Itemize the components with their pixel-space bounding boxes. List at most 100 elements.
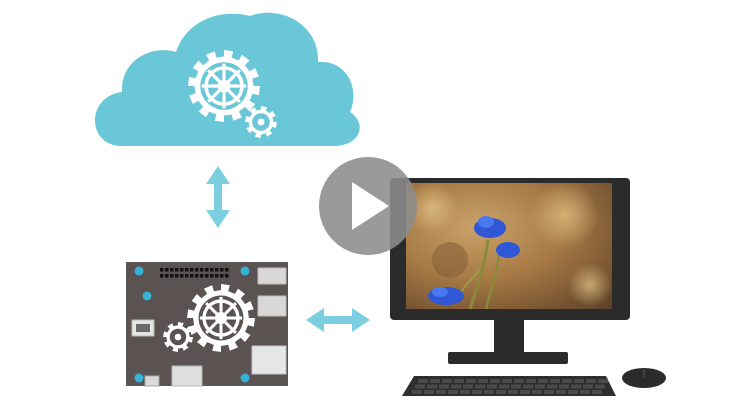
- mounting-holes: [134, 266, 250, 383]
- keyboard-key: [514, 379, 524, 383]
- header-pin: [225, 268, 229, 272]
- usb-port-bottom: [171, 365, 203, 387]
- keyboard-key: [439, 384, 449, 389]
- monitor-icon: [390, 178, 630, 364]
- header-pin: [175, 274, 179, 278]
- usb-port-top: [257, 267, 287, 285]
- header-pin: [215, 274, 219, 278]
- cloud-large-gear-icon: [188, 50, 260, 122]
- keyboard-key: [523, 384, 533, 389]
- double-arrow-vertical-icon: [206, 166, 230, 228]
- cloud-gears-icon: [95, 12, 360, 147]
- play-button[interactable]: [319, 157, 417, 255]
- header-pin: [195, 274, 199, 278]
- header-pin: [185, 274, 189, 278]
- keyboard-key: [559, 384, 569, 389]
- gear-spoke: [224, 321, 237, 334]
- board-small-gear-icon: [163, 322, 193, 352]
- header-pin: [215, 268, 219, 272]
- keyboard-key: [460, 390, 470, 394]
- keyboard-key: [430, 379, 440, 383]
- keyboard-key: [532, 390, 542, 394]
- header-pin: [205, 274, 209, 278]
- sd-slot-inner: [136, 324, 150, 332]
- gear-spoke: [207, 69, 221, 83]
- keyboard-key: [586, 379, 596, 383]
- monitor-base: [448, 352, 568, 364]
- keyboard-key: [442, 379, 452, 383]
- header-pin: [220, 274, 224, 278]
- keyboard-key: [487, 384, 497, 389]
- header-pin: [165, 274, 169, 278]
- mounting-hole: [240, 373, 250, 383]
- gear-spoke: [205, 302, 218, 315]
- keyboard-key: [463, 384, 473, 389]
- mounting-hole: [142, 291, 152, 301]
- keyboard-key: [547, 384, 557, 389]
- gear-spoke: [207, 89, 221, 103]
- header-pin: [160, 274, 164, 278]
- header-pin: [170, 268, 174, 272]
- keyboard-key: [448, 390, 458, 394]
- keyboard-key: [580, 390, 590, 394]
- keyboard-key: [583, 384, 593, 389]
- keyboard-key: [574, 379, 584, 383]
- circuit-board-gears-icon: [126, 262, 288, 387]
- header-pin: [180, 268, 184, 272]
- cloud-small-gear-icon: [245, 106, 277, 138]
- keyboard-key: [595, 384, 605, 389]
- keyboard-key: [454, 379, 464, 383]
- keyboard-key: [478, 379, 488, 383]
- keyboard-key: [427, 384, 437, 389]
- header-pin: [190, 274, 194, 278]
- mounting-hole: [240, 266, 250, 276]
- header-pin: [225, 274, 229, 278]
- gear-hub: [257, 118, 265, 126]
- keyboard-key: [496, 390, 506, 394]
- header-pin: [210, 268, 214, 272]
- keyboard-key: [544, 390, 554, 394]
- board-large-gear-icon: [187, 284, 255, 352]
- keyboard-key: [592, 390, 602, 394]
- header-pin: [175, 268, 179, 272]
- keyboard-key: [598, 379, 608, 383]
- keyboard-key: [538, 379, 548, 383]
- keyboard-key: [562, 379, 572, 383]
- gear-spoke: [205, 321, 218, 334]
- keyboard-key: [436, 390, 446, 394]
- keyboard-key: [475, 384, 485, 389]
- keyboard-key: [415, 384, 425, 389]
- header-pin: [200, 274, 204, 278]
- gear-spoke: [227, 89, 241, 103]
- header-pin: [205, 268, 209, 272]
- play-icon[interactable]: [352, 182, 389, 230]
- header-pin: [170, 274, 174, 278]
- header-pin: [180, 274, 184, 278]
- keyboard-key: [418, 379, 428, 383]
- keyboard-key: [535, 384, 545, 389]
- mounting-hole: [134, 373, 144, 383]
- keyboard-keys: [412, 379, 608, 394]
- keyboard-key: [424, 390, 434, 394]
- blue-flower-icon: [428, 216, 520, 305]
- keyboard-key: [472, 390, 482, 394]
- keyboard-key: [526, 379, 536, 383]
- header-pin: [185, 268, 189, 272]
- micro-usb-port: [144, 375, 160, 387]
- keyboard-key: [556, 390, 566, 394]
- keyboard-key: [484, 390, 494, 394]
- keyboard-key: [490, 379, 500, 383]
- header-pin: [210, 274, 214, 278]
- keyboard-key: [466, 379, 476, 383]
- keyboard-key: [412, 390, 422, 394]
- keyboard-key: [550, 379, 560, 383]
- keyboard-key: [499, 384, 509, 389]
- gear-hub: [217, 79, 231, 93]
- keyboard-key: [508, 390, 518, 394]
- pin-header: [160, 268, 229, 278]
- keyboard-key: [568, 390, 578, 394]
- gear-hub: [174, 333, 182, 341]
- keyboard-key: [502, 379, 512, 383]
- gear-hub: [214, 311, 228, 325]
